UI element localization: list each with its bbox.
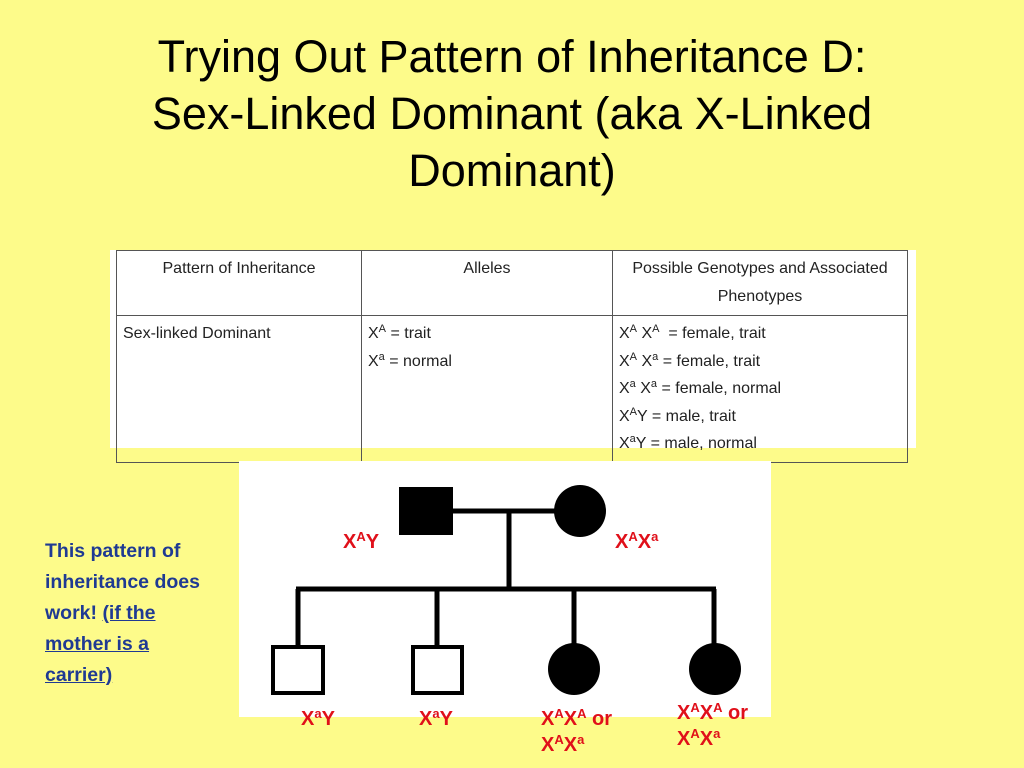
allele-dominant: XA = trait xyxy=(368,323,431,343)
genotype-line: XAY = male, trait xyxy=(619,405,736,425)
allele-sup: a xyxy=(378,350,385,363)
genotype-sup: a xyxy=(652,350,659,363)
genotype-sup: A xyxy=(629,405,638,418)
genotype-sup: A xyxy=(629,350,638,363)
table-header-row: Pattern of Inheritance Alleles Possible … xyxy=(116,250,908,316)
genotype-desc: = male, normal xyxy=(646,435,757,452)
genotype-line: XaY = male, normal xyxy=(619,433,757,453)
genotype-line: XA Xa = female, trait xyxy=(619,350,761,370)
son-2-genotype: XaY xyxy=(419,706,453,730)
genotype-sup: A xyxy=(652,323,660,335)
allele-recessive: Xa = normal xyxy=(368,350,452,370)
genotype-sup: A xyxy=(629,323,638,335)
father-genotype: XAY xyxy=(343,529,380,553)
note-condition: (if the mother is a carrier) xyxy=(45,602,156,686)
genotype-sup: a xyxy=(629,433,636,445)
mother-affected-female-symbol xyxy=(554,485,606,537)
title-line-2: Sex-Linked Dominant (aka X-Linked xyxy=(151,88,873,139)
genotype-desc: = female, trait xyxy=(659,325,766,342)
cell-pattern: Sex-linked Dominant xyxy=(116,315,362,463)
son-2-unaffected-male-symbol xyxy=(411,645,464,695)
pedigree-svg xyxy=(271,485,741,695)
genotype-sup: a xyxy=(629,378,636,390)
daughter-2-affected-female-symbol xyxy=(689,643,741,695)
header-genotypes: Possible Genotypes and Associated Phenot… xyxy=(612,250,908,316)
header-genotypes-line-2: Phenotypes xyxy=(717,288,803,305)
inheritance-table: Pattern of Inheritance Alleles Possible … xyxy=(116,250,908,463)
genotype-desc: = female, normal xyxy=(657,380,782,397)
table-row: Sex-linked Dominant XA = trait Xa = norm… xyxy=(116,315,908,463)
allele-desc: = trait xyxy=(386,325,431,342)
son-1-genotype: XaY xyxy=(301,706,335,730)
mother-genotype: XAXa xyxy=(615,529,659,553)
title-line-3: Dominant) xyxy=(408,145,616,196)
header-alleles: Alleles xyxy=(361,250,613,316)
allele-sup: A xyxy=(378,323,387,335)
cell-genotypes: XA XA = female, trait XA Xa = female, tr… xyxy=(612,315,908,463)
son-1-unaffected-male-symbol xyxy=(271,645,325,695)
allele-desc: = normal xyxy=(384,352,452,370)
header-genotypes-line-1: Possible Genotypes and Associated xyxy=(632,260,888,277)
inheritance-table-image: Pattern of Inheritance Alleles Possible … xyxy=(110,250,916,463)
cell-alleles: XA = trait Xa = normal xyxy=(361,315,613,463)
header-pattern: Pattern of Inheritance xyxy=(116,250,362,316)
genotype-line: XA XA = female, trait xyxy=(619,323,766,343)
daughter-1-affected-female-symbol xyxy=(548,643,600,695)
slide-title: Trying Out Pattern of Inheritance D: Sex… xyxy=(0,28,1024,199)
father-affected-male-symbol xyxy=(399,487,453,535)
title-line-1: Trying Out Pattern of Inheritance D: xyxy=(157,31,867,82)
genotype-desc: = female, trait xyxy=(658,352,761,370)
note-text: This pattern of inheritance does work! xyxy=(45,540,200,624)
pattern-note: This pattern of inheritance does work! (… xyxy=(45,536,205,691)
genotype-line: Xa Xa = female, normal xyxy=(619,378,782,398)
pedigree-chart xyxy=(239,461,771,717)
genotype-sup: a xyxy=(650,378,658,390)
genotype-desc: = male, trait xyxy=(647,407,736,425)
